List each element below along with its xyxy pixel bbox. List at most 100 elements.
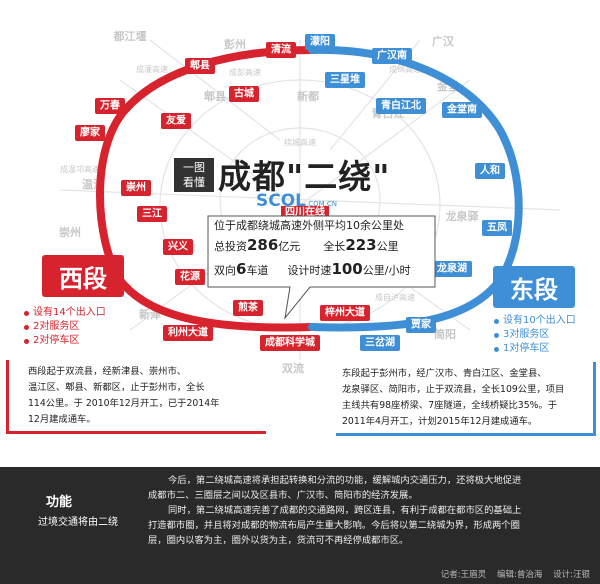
west-desc-line: 114公里。于 2010年12月开工，已于2014年 xyxy=(28,398,220,409)
lanes-unit: 车道 xyxy=(246,264,269,277)
east-bullet: 1对停车区 xyxy=(494,342,576,356)
east-bullet: 3对服务区 xyxy=(494,328,576,342)
west-description: 西段起于双流县，经新津县、崇州市、 温江区、郫县、新都区，止于彭州市，全长 11… xyxy=(28,364,263,428)
west-station-box xyxy=(163,325,213,341)
footer-subheading: 过境交通将由二绕 xyxy=(38,517,118,528)
west-station-label: 兴义 xyxy=(168,240,189,253)
west-bullet: 设有14个出入口 xyxy=(24,306,106,320)
west-station: 清流 xyxy=(266,42,296,58)
west-station: 煎茶 xyxy=(233,300,263,316)
west-bullet-text: 2对服务区 xyxy=(33,321,80,332)
west-station-box xyxy=(121,180,151,196)
east-station-box xyxy=(305,34,335,50)
west-desc-line: 西段起于双流县，经新津县、崇州市、 xyxy=(28,366,187,377)
east-station-box xyxy=(360,335,400,351)
road-label: 绕城高速 xyxy=(284,137,316,147)
east-desc-line: 主线共有98座桥梁、7座隧道，全线桥疑比35%。于 xyxy=(342,400,558,411)
west-station: 万春 xyxy=(95,98,125,114)
west-station-box xyxy=(229,86,259,102)
west-station-box xyxy=(163,239,193,255)
west-bullet-text: 设有14个出入口 xyxy=(33,307,106,318)
east-station-label: 人和 xyxy=(480,164,500,177)
east-station: 广汉南 xyxy=(372,48,412,64)
east-station: 金堂南 xyxy=(442,102,482,118)
east-station-label: 贾家 xyxy=(411,318,432,331)
geo-label: 简阳 xyxy=(434,327,456,341)
east-desc-line: 东段起于彭州市，经广汉市、青白江区、金堂县、 xyxy=(342,368,547,379)
west-station-box xyxy=(161,113,191,129)
west-station-box xyxy=(260,335,320,351)
west-station-box xyxy=(137,206,167,222)
east-station-label: 三星堆 xyxy=(330,73,360,86)
west-station-label: 煎茶 xyxy=(238,301,259,314)
west-station-label: 三江 xyxy=(142,207,162,220)
east-station-label: 龙泉湖 xyxy=(436,262,467,275)
west-bullet-text: 2对停车区 xyxy=(33,335,80,346)
road-label: 成灌高速 xyxy=(136,64,168,74)
east-station: 人和 xyxy=(475,163,505,179)
west-station-label: 利州大道 xyxy=(168,326,208,339)
west-station-box xyxy=(266,42,296,58)
west-station: 梓州大道 xyxy=(320,305,370,321)
title-prefix-line1: 一图 xyxy=(183,161,205,174)
west-station-label: 崇州 xyxy=(126,181,146,194)
west-station: 崇州 xyxy=(121,180,151,196)
west-station: 廖家 xyxy=(75,125,105,141)
geo-label: 郫县 xyxy=(204,89,226,103)
footer-line: 今后，第二绕城高速将承担起转换和分流的功能，缓解城内交通压力，还将极大地促进 xyxy=(168,475,522,486)
east-desc-box xyxy=(336,362,596,436)
footer-credit: 记者:王眉灵 编辑:曾治海 设计:汪银 xyxy=(440,570,590,580)
west-station: 利州大道 xyxy=(163,325,213,341)
east-station-label: 金堂南 xyxy=(446,103,477,116)
west-station-label: 万春 xyxy=(99,99,120,112)
info-location: 位于成都绕城高速外侧平均10余公里处 xyxy=(214,219,404,232)
east-station: 龙泉湖 xyxy=(432,261,472,277)
logo-domain: .COM.CN xyxy=(306,200,338,208)
west-station: 成都科学城 xyxy=(260,335,320,351)
west-station: 古城 xyxy=(229,86,259,102)
invest-label: 总投资 xyxy=(214,240,247,253)
speed-unit: 公里/小时 xyxy=(362,264,411,277)
geo-label: 新都 xyxy=(297,89,319,103)
footer-line: 成都市二、三圈层之间以及区县市、广汉市、简阳市的经济发展。 xyxy=(148,490,418,501)
footer-heading: 功能 xyxy=(46,495,73,510)
west-desc-box xyxy=(6,360,266,434)
east-section-tag: 东段 xyxy=(493,266,575,308)
west-desc-line: 12月建成通车。 xyxy=(28,414,96,425)
geo-labels: 都江堰彭州广汉金堂郫县新都青白江温江崇州龙泉驿新津双流简阳 xyxy=(59,29,479,375)
west-bullets: 设有14个出入口 2对服务区 2对停车区 xyxy=(24,306,106,348)
east-station-box xyxy=(432,261,472,277)
east-desc-line: 2011年4月开工，计划2015年12月建成通车。 xyxy=(342,416,538,427)
east-station: 濛阳 xyxy=(305,34,335,50)
west-station: 花源 xyxy=(175,269,205,285)
speed-label: 设计时速 xyxy=(287,264,332,277)
info-bubble: 位于成都绕城高速外侧平均10余公里处 总投资286亿元 全长223公里 双向6车… xyxy=(214,218,434,282)
west-station-label: 廖家 xyxy=(80,126,101,139)
invest-value: 286 xyxy=(247,236,279,254)
west-station: 友爱 xyxy=(161,113,191,129)
road-label: 成温邛高速 xyxy=(60,164,100,174)
east-station-box xyxy=(442,102,482,118)
east-station-label: 五凤 xyxy=(487,222,507,234)
east-station-label: 广汉南 xyxy=(377,49,407,62)
east-station-box xyxy=(376,98,426,114)
west-station-label: 郫县 xyxy=(190,59,210,72)
east-station-box xyxy=(406,317,436,333)
footer-line: 同时，第二绕城高速完善了成都的交通路网，跨区连县，有利于成都在都市区的基础上 xyxy=(168,505,522,516)
east-station: 三星堆 xyxy=(325,72,365,88)
west-station-label: 古城 xyxy=(234,87,254,100)
west-station-label: 梓州大道 xyxy=(325,306,365,319)
west-station-box xyxy=(95,98,125,114)
west-station: 郫县 xyxy=(185,58,215,74)
page-title: 成都"二绕" xyxy=(218,157,391,196)
west-section-tag: 西段 xyxy=(42,255,124,297)
geo-label: 广汉 xyxy=(432,34,455,48)
road-label: 成自泸高速 xyxy=(375,292,415,302)
footer-line: 层，圈内以客为主，圈外以货为主，货流可不再经停成都市区。 xyxy=(148,535,409,546)
east-station-box xyxy=(482,220,512,236)
east-station: 五凤 xyxy=(482,220,512,236)
west-station: 兴义 xyxy=(163,239,193,255)
west-station-label: 花源 xyxy=(180,270,200,283)
east-station-box xyxy=(325,72,365,88)
east-bullet: 设有10个出入口 xyxy=(494,314,576,328)
